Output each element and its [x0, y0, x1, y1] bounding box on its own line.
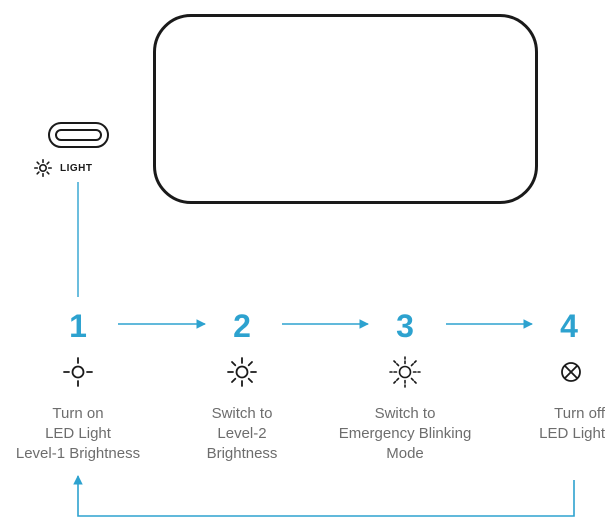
usb-c-port-button[interactable]	[48, 122, 109, 148]
step-2-number: 2	[233, 308, 251, 344]
step-1-line-2: LED Light	[45, 425, 111, 442]
step-4-description: Turn off LED Light	[520, 404, 605, 444]
step-4-line-2: LED Light	[539, 425, 605, 442]
light-label: LIGHT	[34, 159, 93, 177]
step-2-line-2: Level-2	[217, 425, 267, 442]
device-outline	[153, 14, 538, 204]
step-1-description: Turn on LED Light Level-1 Brightness	[0, 404, 163, 464]
off-circle-x-icon	[561, 362, 581, 382]
step-1-number: 1	[69, 308, 87, 344]
step-3-line-2: Emergency Blinking	[338, 425, 472, 442]
step-2-description: Switch to Level-2 Brightness	[157, 404, 327, 464]
step-3-number: 3	[396, 308, 414, 344]
step-4-number: 4	[560, 308, 578, 344]
step-3-line-1: Switch to	[374, 405, 436, 422]
usb-c-port-inner	[55, 129, 102, 141]
step-2-line-3: Brightness	[206, 445, 278, 462]
light-label-text: LIGHT	[60, 162, 93, 174]
step-1-line-1: Turn on	[52, 405, 104, 422]
sun-bright-icon	[227, 357, 257, 387]
step-3-line-3: Mode	[386, 445, 424, 462]
sun-outline-icon	[63, 357, 93, 387]
step-1-line-3: Level-1 Brightness	[15, 445, 141, 462]
step-3-description: Switch to Emergency Blinking Mode	[320, 404, 490, 464]
sun-blinking-icon	[389, 356, 421, 388]
loop-back-arrow	[73, 475, 575, 517]
sun-icon	[34, 159, 52, 177]
step-2-line-1: Switch to	[211, 405, 273, 422]
step-4-line-1: Turn off	[554, 405, 605, 422]
